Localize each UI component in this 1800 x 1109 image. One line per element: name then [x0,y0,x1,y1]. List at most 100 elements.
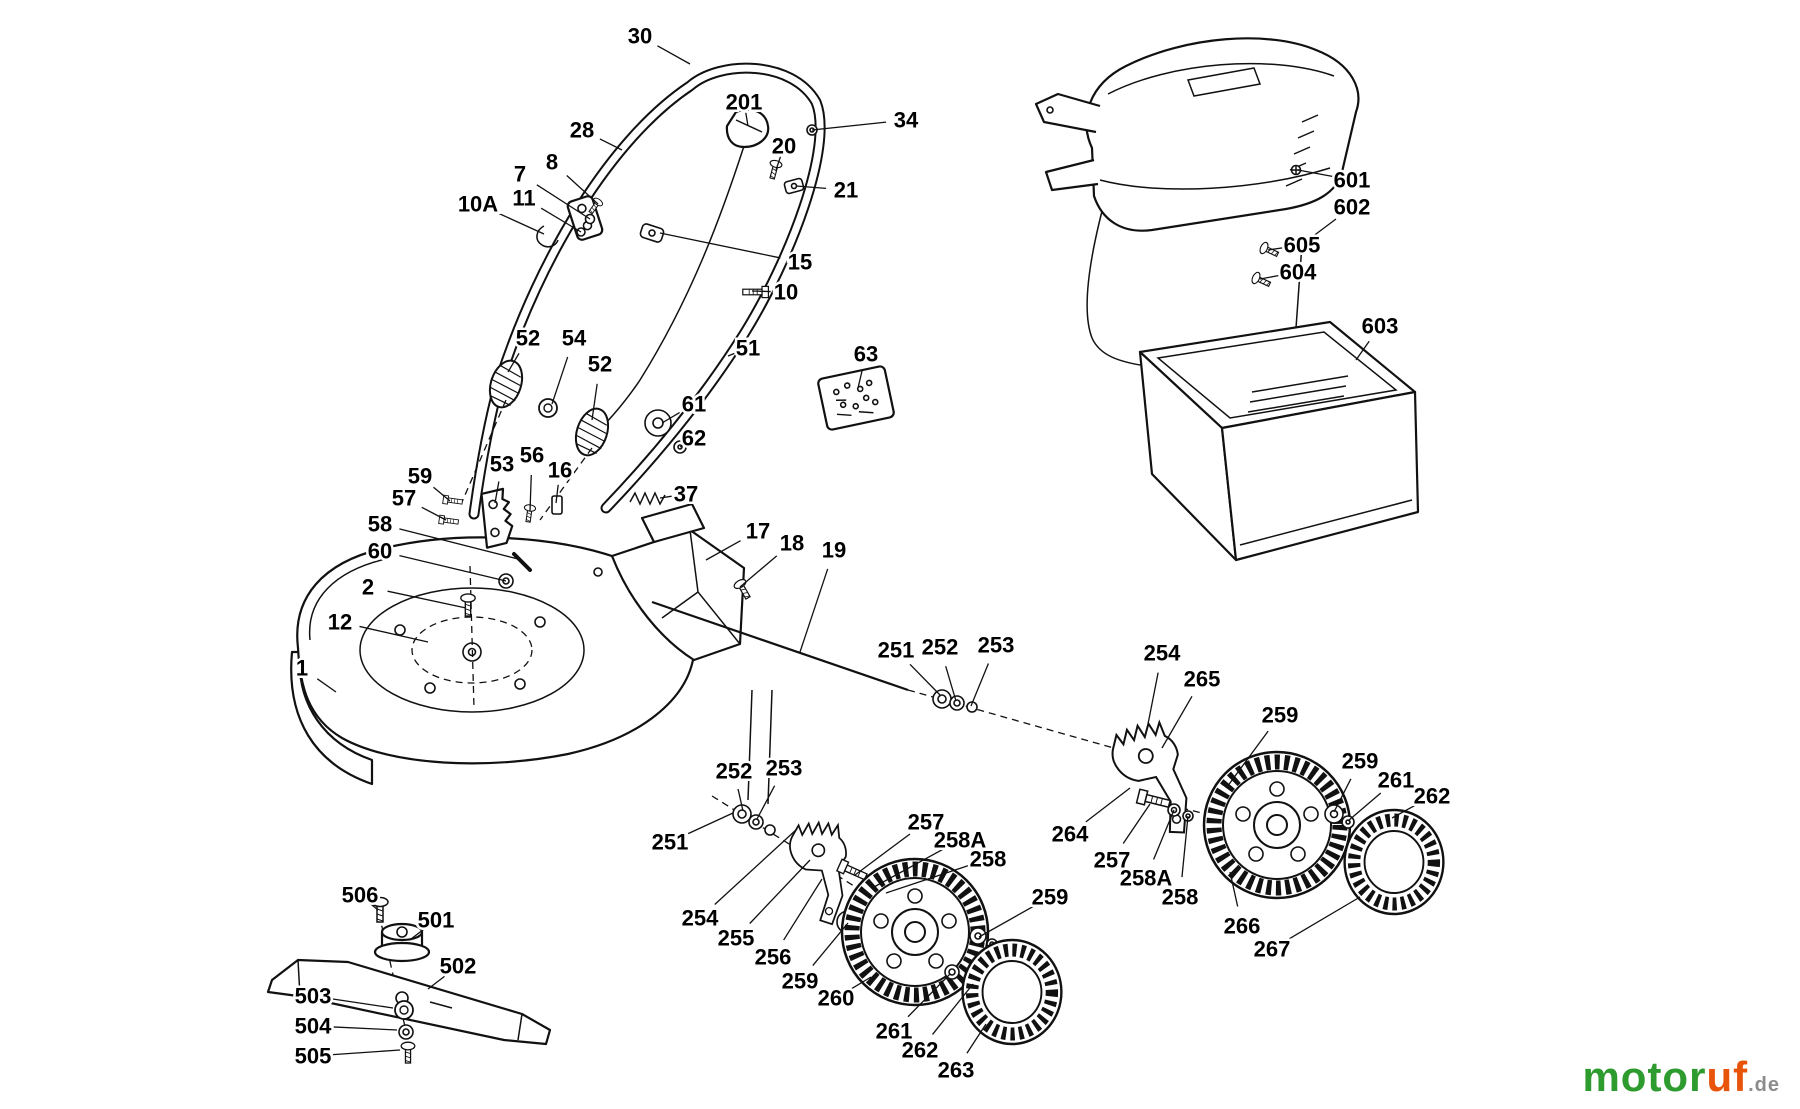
watermark-logo[interactable]: motoruf.de [1582,1053,1780,1101]
lid-hinge-arm [1044,158,1099,192]
leader-line [727,350,740,357]
leader-line [909,663,942,697]
leader-line [714,828,798,905]
part-label-56: 56 [520,443,544,468]
leader-line [529,474,532,512]
bag-box [1138,320,1420,562]
part-label-257: 257 [908,810,945,835]
screw-505 [400,1041,416,1064]
part-label-259: 259 [1342,749,1379,774]
part-label-12: 12 [328,610,352,635]
part-label-63: 63 [854,342,878,367]
part-label-62: 62 [682,426,706,451]
leader-line [795,185,827,190]
part-label-8: 8 [546,150,558,175]
wheel-trim-ring [1345,810,1444,914]
part-label-20: 20 [772,134,796,159]
spring-37 [629,491,666,506]
leader-line [657,45,691,65]
leader-line [367,901,379,911]
blade-assembly [266,896,552,1064]
part-label-259: 259 [782,969,819,994]
leader-line [907,973,951,1018]
part-label-251: 251 [652,830,689,855]
control-cable [584,145,745,445]
leader-line [495,211,545,235]
leader-line [749,859,811,924]
leader-line [1299,218,1337,247]
screw-56 [521,503,537,524]
leader-line [591,383,598,421]
leader-lines [316,45,1415,1056]
leader-line [555,484,559,504]
part-label-2: 2 [362,575,374,600]
part-label-21: 21 [834,178,858,203]
part-label-267: 267 [1254,937,1291,962]
leader-line [332,998,394,1009]
hardware-bag [817,365,895,431]
part-label-30: 30 [628,24,652,49]
part-label-60: 60 [368,539,392,564]
part-label-601: 601 [1334,168,1371,193]
leader-line [1147,672,1159,725]
part-label-58: 58 [368,512,392,537]
part-label-7: 7 [514,162,526,187]
leader-line [775,156,782,171]
leader-line [966,1023,987,1054]
leader-line [399,528,519,560]
blade-hub-501 [373,922,431,963]
leader-line [978,906,1033,938]
part-label-255: 255 [718,926,755,951]
leader-line [599,138,623,151]
leader-line [540,207,582,233]
leader-line [399,555,507,582]
wheel-assembly-right [907,689,1444,914]
washer-503 [394,1000,414,1020]
part-label-252: 252 [922,635,959,660]
part-label-34: 34 [894,108,919,133]
rear-housing [610,502,746,662]
leader-line [1122,803,1151,844]
part-label-15: 15 [788,250,812,275]
leader-line [751,290,771,293]
leader-line [1161,695,1193,749]
part-label-504: 504 [295,1014,332,1039]
leader-line [1355,340,1370,361]
watermark-de: .de [1748,1074,1780,1096]
leader-line [687,812,734,835]
part-label-256: 256 [755,945,792,970]
leader-line [1229,871,1239,907]
leader-line [536,184,591,220]
part-label-54: 54 [562,326,587,351]
screw-604 [1249,270,1273,291]
leader-line [1153,809,1175,860]
part-label-201: 201 [726,90,763,115]
leader-line [851,976,872,990]
part-label-59: 59 [408,464,432,489]
watermark-motor: motor [1582,1053,1707,1100]
leader-line [659,495,675,499]
part-label-262: 262 [902,1038,939,1063]
leader-line [316,678,337,693]
leader-line [551,356,569,405]
leader-line [1085,787,1131,823]
wheel [1204,752,1350,898]
part-label-258: 258 [1162,885,1199,910]
height-plate-53 [480,487,514,549]
knob-52b [569,403,615,461]
leader-line [1288,896,1361,940]
height-bracket [1108,719,1191,841]
leader-line [932,983,974,1035]
hook-10a [536,225,559,248]
grass-catcher-assembly [1034,37,1420,562]
part-label-17: 17 [746,519,770,544]
part-label-501: 501 [418,908,455,933]
rod-19 [651,600,909,692]
part-label-262: 262 [1414,784,1451,809]
part-label-57: 57 [392,486,416,511]
part-label-261: 261 [876,1019,913,1044]
screw-57 [438,514,460,527]
lid-vents [1285,114,1319,187]
leader-line [507,352,520,373]
lid-hinge-arm [1034,92,1101,134]
